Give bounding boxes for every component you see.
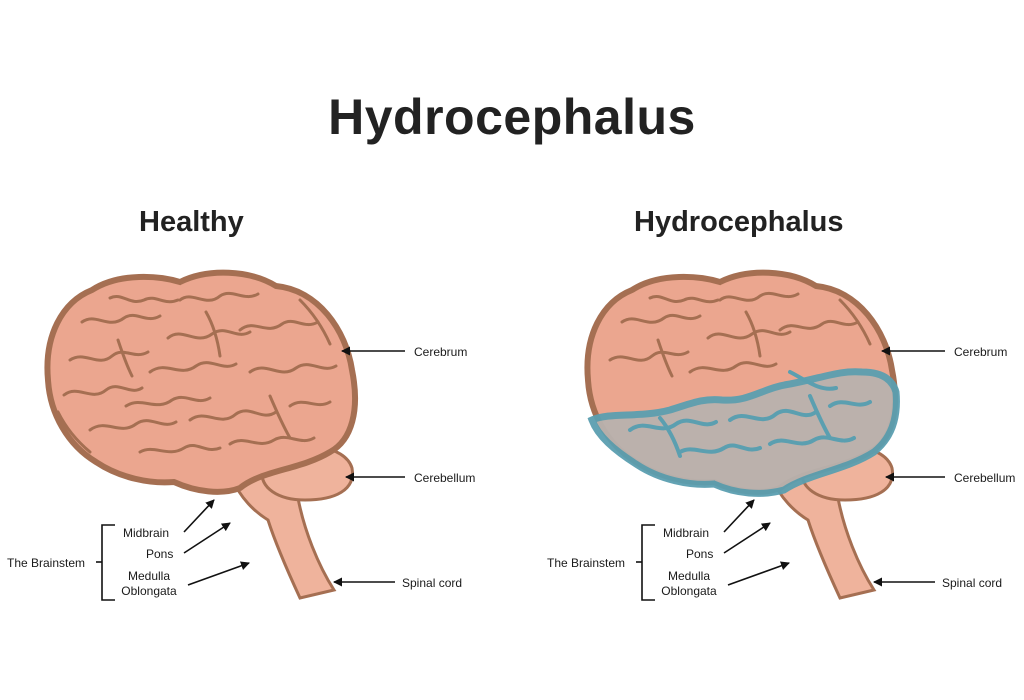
label-midbrain-healthy: Midbrain — [123, 526, 170, 540]
label-cerebrum-healthy: Cerebrum — [414, 345, 468, 359]
label-oblongata-hydro: Oblongata — [661, 584, 717, 598]
arrow-midbrain-hydro — [723, 499, 755, 533]
label-spinal-cord-healthy: Spinal cord — [402, 576, 463, 590]
label-spinal-cord-hydro: Spinal cord — [942, 576, 1003, 590]
hydro-brain — [584, 269, 900, 600]
label-medulla-hydro: Medulla — [667, 569, 711, 583]
arrow-pons-healthy — [183, 522, 231, 554]
label-medulla-healthy: Medulla — [127, 569, 171, 583]
healthy-cerebrum-folds — [56, 291, 338, 454]
hydro-cerebrum-folds — [608, 291, 872, 378]
hydro-annotations — [636, 346, 945, 601]
arrow-midbrain-healthy — [183, 499, 215, 533]
arrow-medulla-hydro — [727, 561, 790, 586]
label-brainstem-healthy: The Brainstem — [7, 556, 86, 570]
panel-title-hydrocephalus: Hydrocephalus — [634, 206, 844, 238]
healthy-cerebrum — [44, 269, 358, 495]
main-title: Hydrocephalus — [328, 89, 696, 145]
arrow-pons-hydro — [723, 522, 771, 554]
label-cerebellum-hydro: Cerebellum — [954, 471, 1016, 485]
healthy-annotations — [96, 346, 405, 601]
label-pons-hydro: Pons — [686, 547, 714, 561]
arrow-medulla-healthy — [187, 561, 250, 586]
label-midbrain-hydro: Midbrain — [663, 526, 710, 540]
label-cerebellum-healthy: Cerebellum — [414, 471, 476, 485]
healthy-brain — [44, 269, 358, 600]
hydro-fluid-region — [587, 368, 900, 497]
hydro-fluid-folds — [628, 370, 872, 458]
label-brainstem-hydro: The Brainstem — [547, 556, 626, 570]
label-oblongata-healthy: Oblongata — [121, 584, 177, 598]
bracket-brainstem-healthy — [101, 524, 115, 601]
panel-title-healthy: Healthy — [139, 206, 244, 238]
bracket-brainstem-hydro — [641, 524, 655, 601]
label-pons-healthy: Pons — [146, 547, 174, 561]
label-cerebrum-hydro: Cerebrum — [954, 345, 1008, 359]
